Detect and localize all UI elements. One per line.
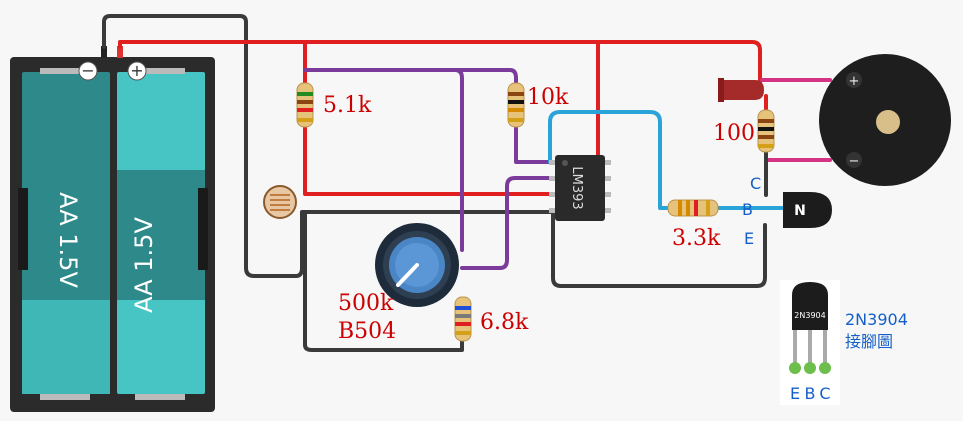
black-wire-ground-main [102, 14, 557, 278]
battery-cell-1-label: AA 1.5V [54, 192, 82, 288]
resistor-6k8 [454, 296, 472, 342]
wires [102, 14, 832, 352]
ldr-photoresistor [263, 185, 297, 219]
red-wire-vcc [118, 40, 762, 87]
battery-holder: − + AA 1.5V AA 1.5V [10, 46, 215, 412]
label-pot-value: 500k [338, 291, 394, 316]
pin-label-b: B [742, 200, 753, 219]
purple-wire-comparator [460, 176, 559, 270]
legend-title-line1: 2N3904 [845, 310, 908, 329]
label-r-6k8: 6.8k [480, 310, 529, 335]
purple-wire-ref [426, 68, 559, 164]
ic-lm393: LM393 [549, 155, 611, 221]
legend-pin-c: C [819, 384, 830, 403]
pinout-legend: 2N3904 E B C 2N3904 接腳圖 [780, 280, 908, 405]
label-pot-code: B504 [338, 319, 396, 344]
black-wire-emitter [551, 210, 767, 288]
buzzer: + − [819, 54, 951, 186]
black-wire-pot-ground [303, 210, 464, 352]
transistor-npn: N [783, 192, 832, 228]
blue-wire-output [548, 110, 674, 210]
resistor-10k [507, 82, 525, 128]
legend-pin-e: E [790, 384, 800, 403]
potentiometer-knob[interactable] [375, 223, 459, 307]
label-r-5k1: 5.1k [323, 93, 372, 118]
label-r-10k: 10k [527, 85, 569, 110]
transistor-letter: N [794, 203, 806, 219]
legend-title-line2: 接腳圖 [845, 332, 893, 351]
battery-pos-symbol: + [130, 61, 143, 80]
pin-label-e: E [744, 229, 754, 248]
battery-cell-2-label: AA 1.5V [130, 217, 158, 313]
battery-neg-symbol: − [81, 61, 94, 80]
resistor-5k1 [296, 82, 314, 128]
label-r-3k3: 3.3k [672, 226, 721, 251]
resistor-3k3 [667, 199, 719, 217]
buzzer-plus-symbol: + [849, 74, 860, 89]
resistor-100 [757, 109, 775, 153]
led-red [718, 78, 764, 102]
label-r-100: 100 [713, 121, 755, 146]
legend-part-marking: 2N3904 [794, 311, 825, 320]
pin-label-c: C [750, 174, 761, 193]
ic-lm393-label: LM393 [569, 166, 584, 209]
legend-pin-b: B [805, 384, 816, 403]
buzzer-minus-symbol: − [849, 154, 860, 169]
